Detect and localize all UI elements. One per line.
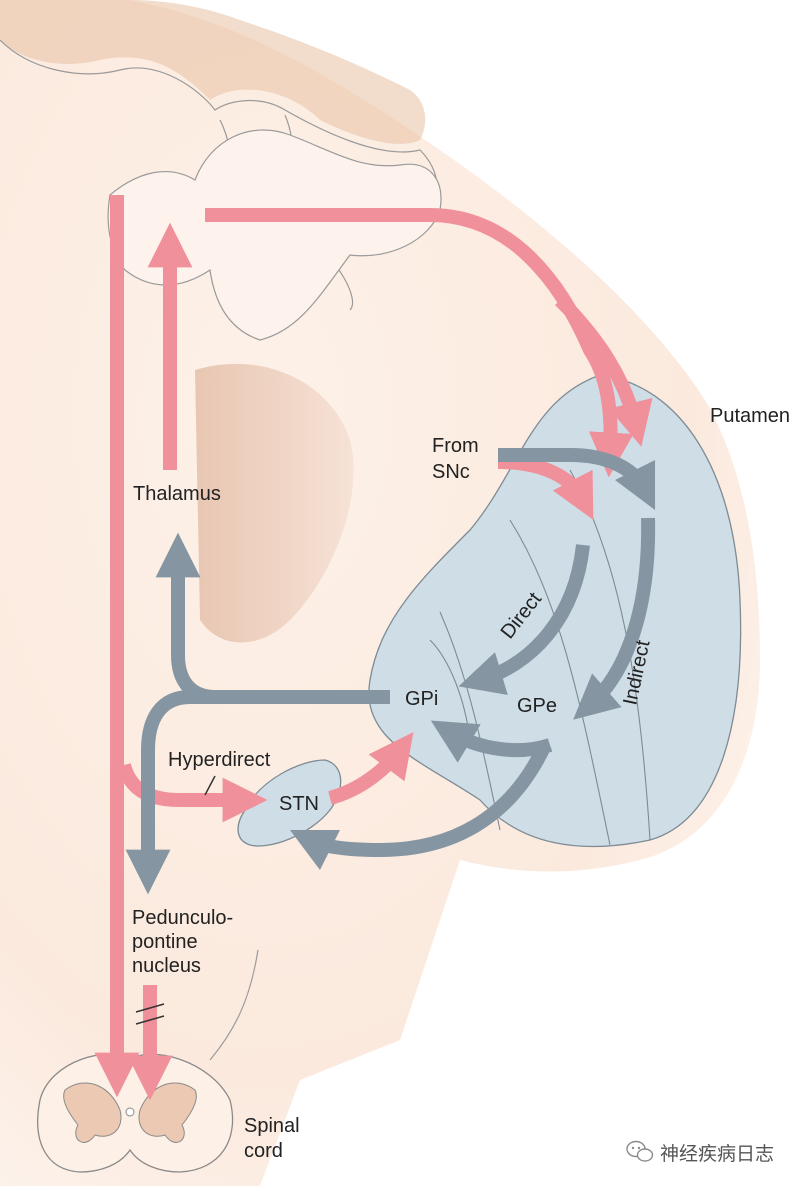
ppn-label-line1: Pedunculo- (132, 907, 233, 929)
watermark: 神经疾病日志 (626, 1140, 774, 1165)
snc-indirect-arrow (498, 448, 656, 511)
hyperdirect-leader (204, 775, 216, 796)
indirect-pathway-arrow (573, 517, 656, 720)
hyperdirect-label: Hyperdirect (168, 749, 271, 771)
direct-pathway-arrow (458, 544, 590, 696)
ppn-label-line2: pontine (132, 931, 198, 953)
thalamus-label: Thalamus (133, 483, 221, 505)
wechat-icon (626, 1140, 654, 1162)
snc-direct-arrow (497, 455, 594, 520)
stn-region (237, 759, 342, 847)
excitatory-pathways (94, 195, 653, 1101)
spinal-cord (37, 1053, 234, 1173)
brainstem-outline (209, 949, 259, 1061)
inhibitory-pathways (125, 448, 656, 895)
pallidum-segments (429, 469, 651, 846)
corticostriatal-branch-arrow (555, 295, 653, 447)
watermark-text: 神经疾病日志 (660, 1143, 774, 1165)
stn-to-gpi-arrow (328, 732, 414, 805)
from-snc-label-line1: From (432, 435, 479, 457)
gpe-to-stn-arrow (289, 742, 552, 871)
stn-label: STN (279, 793, 319, 815)
spinal-label-line2: cord (244, 1140, 283, 1162)
ppn-label-line3: nucleus (132, 955, 201, 977)
interruption-mark (135, 1003, 165, 1025)
thalamus-region (195, 363, 354, 643)
cortex-surface (107, 129, 442, 341)
gpi-ppn-arrow (125, 690, 300, 895)
spinal-label-line1: Spinal (244, 1115, 300, 1137)
putamen-label: Putamen (710, 405, 790, 427)
cortex (0, 0, 426, 144)
from-snc-label-line2: SNc (432, 461, 470, 483)
gpe-label: GPe (517, 695, 557, 717)
gpi-label: GPi (405, 688, 438, 710)
